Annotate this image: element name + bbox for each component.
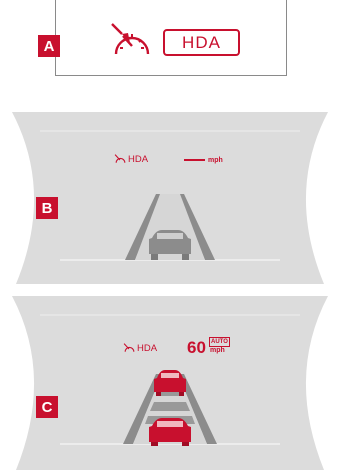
- hda-steering-gauge-icon: [108, 22, 156, 62]
- set-speed-value: 60: [187, 338, 206, 358]
- cluster-c-background: [0, 296, 340, 470]
- speed-unit: mph: [208, 157, 223, 164]
- hda-label: HDA: [128, 154, 148, 165]
- hda-label: HDA: [137, 343, 157, 354]
- hda-indicator-box: HDA: [163, 29, 240, 56]
- hda-steering-gauge-icon: [114, 154, 127, 165]
- speed-unit: mph: [210, 347, 225, 354]
- panel-a-tag: A: [38, 35, 60, 57]
- cluster-panel-c: HDA 60 AUTO mph: [0, 296, 340, 470]
- hda-steering-gauge-icon: [123, 343, 136, 354]
- car-icon: [149, 418, 191, 446]
- panel-c-tag: C: [36, 396, 58, 418]
- auto-badge: AUTO: [209, 337, 230, 347]
- speed-dash: [184, 159, 205, 161]
- panel-b-tag: B: [36, 197, 58, 219]
